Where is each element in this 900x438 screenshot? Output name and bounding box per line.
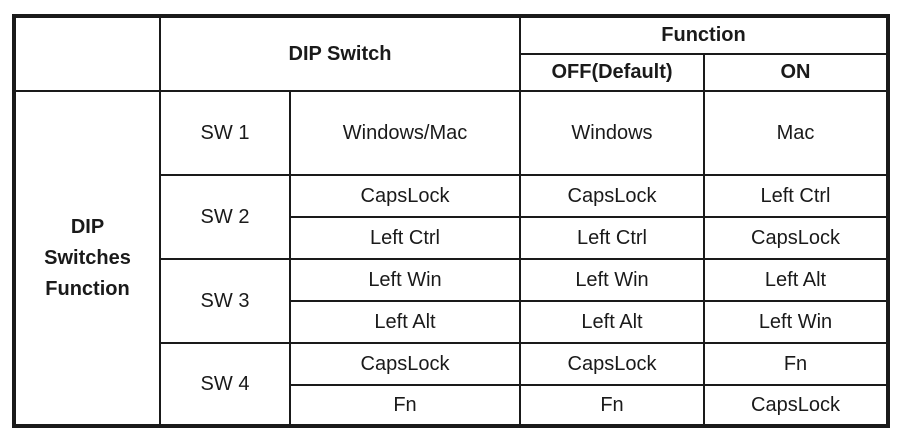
table-row-sw2-b: Left Ctrl Left Ctrl CapsLock — [14, 216, 889, 260]
sw2-on-cell-2: CapsLock — [703, 216, 889, 260]
sw2-function-cell-2: Left Ctrl — [289, 216, 521, 260]
sw3-label-cell: SW 3 — [159, 258, 291, 344]
sw4-function-cell-2: Fn — [289, 384, 521, 427]
table-row-sw1: DIP Switches Function SW 1 Windows/Mac W… — [13, 90, 889, 427]
sw4-off-cell-2: Fn — [519, 384, 705, 427]
table-row-sw2-a: SW 2 CapsLock CapsLock Left Ctrl — [14, 174, 889, 260]
sw1-on-cell: Mac — [703, 90, 889, 176]
table-row-sw4-b: Fn Fn CapsLock — [14, 384, 889, 427]
sw3-off-cell-1: Left Win — [519, 258, 705, 302]
sw1-function-cell: Windows/Mac — [289, 90, 521, 176]
header-off-default: OFF(Default) — [519, 53, 705, 92]
header-dip-switch: DIP Switch — [159, 15, 521, 92]
sw4-on-cell-1: Fn — [703, 342, 889, 386]
sw2-off-cell-1: CapsLock — [519, 174, 705, 218]
sw1-off-cell: Windows — [519, 90, 705, 176]
sw4-label-cell: SW 4 — [159, 342, 291, 427]
table-row-sw3-b: Left Alt Left Alt Left Win — [14, 300, 889, 344]
sw4-on-cell-2: CapsLock — [703, 384, 889, 427]
sw2-label-cell: SW 2 — [159, 174, 291, 260]
row-group-label: DIP Switches Function — [13, 90, 161, 427]
sw1-label-cell: SW 1 — [159, 90, 291, 176]
sw2-off-cell-2: Left Ctrl — [519, 216, 705, 260]
sw3-on-cell-1: Left Alt — [703, 258, 889, 302]
table-row-sw4-a: SW 4 CapsLock CapsLock Fn — [14, 342, 889, 427]
sw3-on-cell-2: Left Win — [703, 300, 889, 344]
sw3-function-cell-2: Left Alt — [289, 300, 521, 344]
sw2-on-cell-1: Left Ctrl — [703, 174, 889, 218]
header-row-1: DIP Switch Function — [13, 15, 889, 92]
sw3-off-cell-2: Left Alt — [519, 300, 705, 344]
dip-switch-function-table: DIP Switch Function OFF(Default) ON DIP … — [12, 14, 890, 428]
corner-cell — [13, 15, 161, 92]
header-function: Function — [519, 15, 889, 55]
header-on: ON — [703, 53, 889, 92]
header-row-2: OFF(Default) ON — [14, 53, 889, 92]
sw4-off-cell-1: CapsLock — [519, 342, 705, 386]
sw2-function-cell-1: CapsLock — [289, 174, 521, 218]
sw3-function-cell-1: Left Win — [289, 258, 521, 302]
sw4-function-cell-1: CapsLock — [289, 342, 521, 386]
table-row-sw3-a: SW 3 Left Win Left Win Left Alt — [14, 258, 889, 344]
